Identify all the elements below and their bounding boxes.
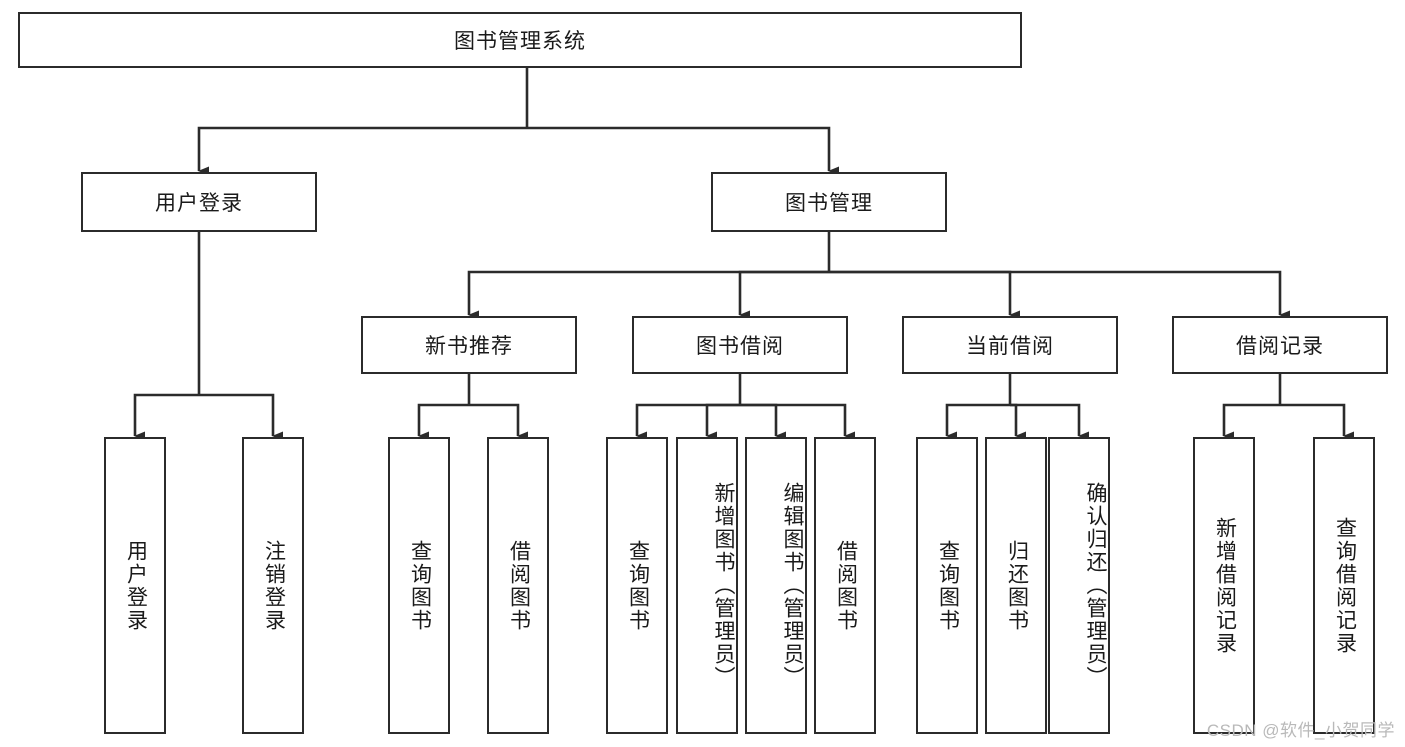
node-book-management-label: 图书管理 (785, 192, 873, 215)
csdn-watermark: CSDN @软件_小贺同学 (1206, 721, 1395, 740)
node-leaf-borrow-book-2-label: 借阅图书 (834, 539, 858, 632)
node-leaf-logout-login-label: 注销登录 (262, 539, 286, 632)
node-leaf-query-record[interactable]: 查询借阅记录 (1313, 437, 1375, 734)
node-leaf-query-book-3-label: 查询图书 (936, 539, 960, 632)
node-leaf-query-book-1[interactable]: 查询图书 (388, 437, 450, 734)
node-leaf-return-book[interactable]: 归还图书 (985, 437, 1047, 734)
node-current-borrow-label: 当前借阅 (966, 335, 1054, 358)
node-book-borrow[interactable]: 图书借阅 (632, 316, 848, 374)
node-borrow-record-label: 借阅记录 (1236, 335, 1324, 358)
node-book-management[interactable]: 图书管理 (711, 172, 947, 232)
node-leaf-add-book[interactable]: 新增图书（管理员） (676, 437, 738, 734)
node-leaf-borrow-book-2[interactable]: 借阅图书 (814, 437, 876, 734)
node-leaf-query-book-1-label: 查询图书 (408, 539, 432, 632)
node-leaf-user-login-label: 用户登录 (124, 539, 148, 632)
node-root[interactable]: 图书管理系统 (18, 12, 1022, 68)
node-leaf-edit-book-label: 编辑图书（管理员） (781, 482, 804, 689)
edge-paths (133, 68, 1354, 441)
node-leaf-confirm-return[interactable]: 确认归还（管理员） (1048, 437, 1110, 734)
node-leaf-query-record-label: 查询借阅记录 (1333, 516, 1357, 655)
node-leaf-add-record-label: 新增借阅记录 (1213, 516, 1237, 655)
node-new-book-recommend[interactable]: 新书推荐 (361, 316, 577, 374)
node-leaf-borrow-book-1-label: 借阅图书 (507, 539, 531, 632)
node-user-login[interactable]: 用户登录 (81, 172, 317, 232)
node-user-login-label: 用户登录 (155, 192, 243, 215)
node-leaf-confirm-return-label: 确认归还（管理员） (1084, 482, 1107, 689)
node-leaf-edit-book[interactable]: 编辑图书（管理员） (745, 437, 807, 734)
node-new-book-recommend-label: 新书推荐 (425, 335, 513, 358)
node-leaf-query-book-2-label: 查询图书 (626, 539, 650, 632)
node-leaf-query-book-3[interactable]: 查询图书 (916, 437, 978, 734)
node-leaf-user-login[interactable]: 用户登录 (104, 437, 166, 734)
node-leaf-add-record[interactable]: 新增借阅记录 (1193, 437, 1255, 734)
node-borrow-record[interactable]: 借阅记录 (1172, 316, 1388, 374)
node-leaf-query-book-2[interactable]: 查询图书 (606, 437, 668, 734)
node-leaf-add-book-label: 新增图书（管理员） (712, 482, 735, 689)
node-root-label: 图书管理系统 (454, 30, 586, 53)
node-leaf-return-book-label: 归还图书 (1005, 539, 1029, 632)
node-leaf-borrow-book-1[interactable]: 借阅图书 (487, 437, 549, 734)
node-current-borrow[interactable]: 当前借阅 (902, 316, 1118, 374)
node-leaf-logout-login[interactable]: 注销登录 (242, 437, 304, 734)
node-book-borrow-label: 图书借阅 (696, 335, 784, 358)
